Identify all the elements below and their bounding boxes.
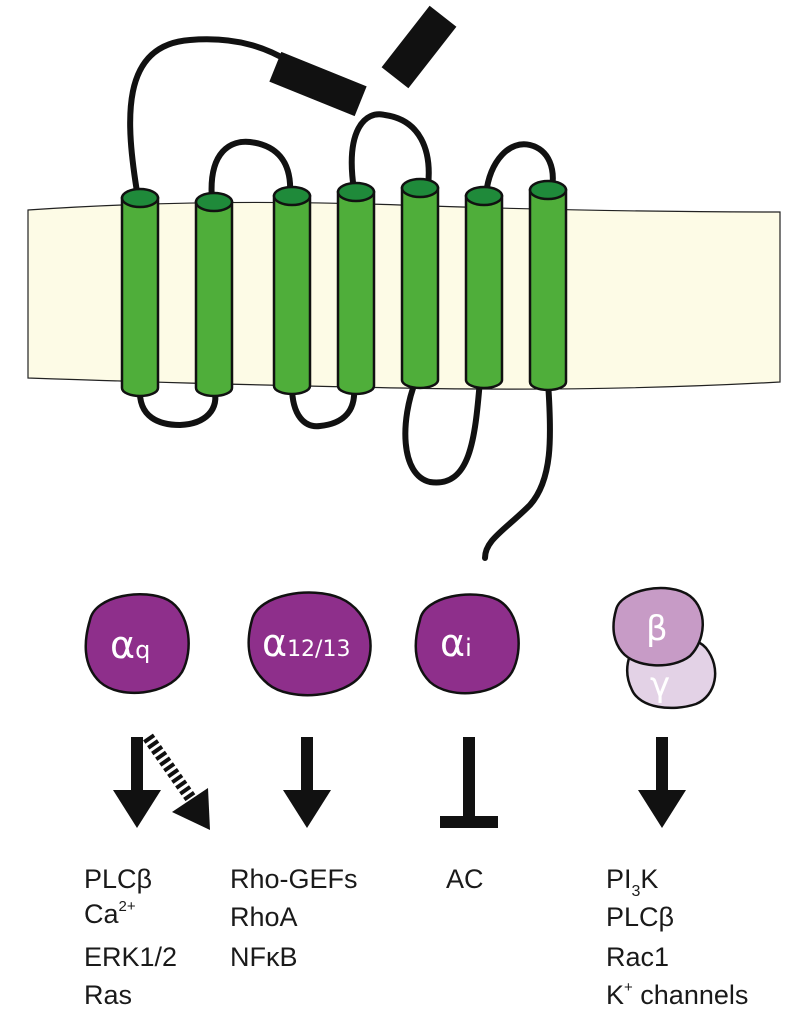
- g-alpha-i-symbol: αi: [440, 621, 472, 665]
- extracellular-loop-3: [483, 141, 556, 197]
- helix-6: [464, 185, 504, 390]
- targets-ai: AC: [446, 864, 484, 894]
- target-bg-4: K+ channels: [606, 979, 748, 1010]
- g-alpha-q: αq: [84, 593, 190, 695]
- arrow-bg: [638, 737, 686, 828]
- helix-6-body: [464, 194, 504, 390]
- target-a1213-1: Rho-GEFs: [230, 864, 358, 894]
- g-alpha-12-13-symbol: α12/13: [262, 621, 350, 665]
- helix-4: [336, 181, 376, 396]
- helix-1-body: [120, 196, 160, 398]
- intracellular-loop-1: [136, 385, 219, 429]
- ligand-block: [381, 5, 457, 89]
- g-alpha-q-blob: [84, 593, 190, 695]
- g-gamma-symbol: γ: [650, 665, 670, 705]
- inhibition-ai: [440, 737, 498, 828]
- helix-7-cap: [528, 179, 568, 201]
- arrow-a1213: [283, 737, 331, 828]
- g-alpha-12-13-blob: [247, 591, 372, 697]
- target-bg-3: Rac1: [606, 942, 669, 972]
- helix-6-cap: [464, 185, 504, 207]
- target-bg-2: PLCβ: [606, 902, 674, 932]
- targets-bg: PI3K PLCβ Rac1 K+ channels: [606, 864, 748, 1010]
- helix-5-cap: [400, 177, 440, 199]
- helix-4-body: [336, 190, 376, 396]
- intracellular-loop-3: [402, 377, 483, 486]
- target-a1213-2: RhoA: [230, 902, 298, 932]
- helix-3-cap: [272, 185, 312, 207]
- helix-2-body: [194, 200, 234, 398]
- c-terminus-tail: [482, 379, 553, 561]
- helix-7-body: [528, 188, 568, 392]
- g-alpha-12-13: α12/13: [247, 591, 372, 697]
- extracellular-loop-2: [348, 111, 432, 193]
- helix-2-cap: [194, 191, 234, 213]
- receptor-loops: [127, 36, 556, 561]
- targets-aq: PLCβ Ca2+ ERK1/2 Ras: [84, 864, 177, 1010]
- n-terminal-block: [269, 51, 367, 117]
- target-aq-3: ERK1/2: [84, 942, 177, 972]
- extracellular-loop-1: [208, 138, 294, 203]
- helix-3: [272, 185, 312, 396]
- helix-3-body: [272, 194, 312, 396]
- targets-a1213: Rho-GEFs RhoA NFκB: [230, 864, 358, 972]
- n-terminus-loop: [127, 36, 293, 201]
- helix-7: [528, 179, 568, 392]
- target-a1213-3: NFκB: [230, 942, 298, 972]
- helix-5: [400, 177, 440, 390]
- helix-5-body: [400, 186, 440, 390]
- g-beta-symbol: β: [646, 609, 668, 649]
- g-beta-gamma: β γ: [612, 586, 717, 710]
- intracellular-loop-2: [289, 383, 358, 430]
- helix-4-cap: [336, 181, 376, 203]
- helix-1-cap: [120, 187, 160, 209]
- target-ai-1: AC: [446, 864, 484, 894]
- g-alpha-i-blob: [414, 593, 520, 695]
- g-alpha-i: αi: [414, 593, 520, 695]
- g-alpha-q-symbol: αq: [110, 623, 150, 667]
- target-bg-1: PI3K: [606, 864, 658, 900]
- target-aq-2: Ca2+: [84, 898, 136, 929]
- arrow-aq-solid: [113, 737, 161, 828]
- g-beta-blob: [612, 586, 704, 667]
- target-aq-1: PLCβ: [84, 864, 152, 894]
- arrow-aq-dashed: [143, 733, 210, 830]
- target-aq-4: Ras: [84, 980, 132, 1010]
- helix-1: [120, 187, 160, 398]
- helix-2: [194, 191, 234, 398]
- transmembrane-helices: [120, 177, 568, 398]
